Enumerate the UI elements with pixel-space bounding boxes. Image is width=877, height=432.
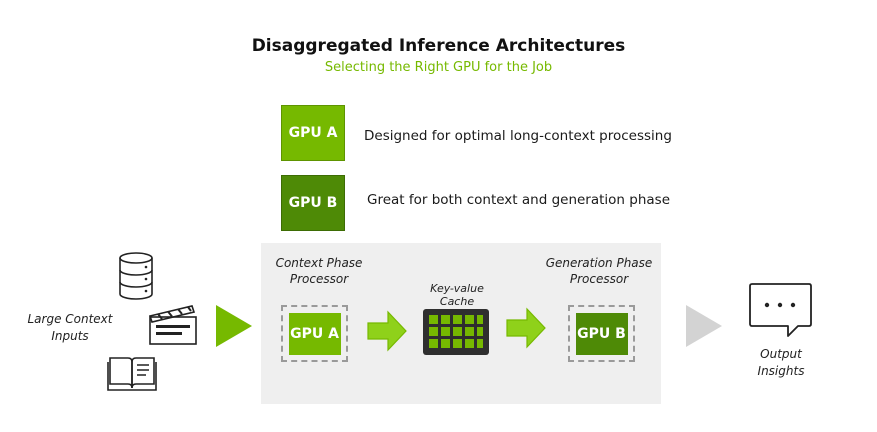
output-label: Output Insights <box>757 347 805 378</box>
context-gpu-frame: GPU A <box>281 305 348 362</box>
context-to-cache-arrow-icon <box>367 310 407 352</box>
clapperboard-icon <box>148 305 197 345</box>
database-icon <box>119 252 153 300</box>
generation-phase-label: Generation Phase Processor <box>545 256 653 286</box>
input-arrow-icon <box>216 305 252 347</box>
generation-gpu-frame: GPU B <box>568 305 635 362</box>
kv-cache-grid-icon <box>423 309 489 355</box>
cache-to-generation-arrow-icon <box>506 307 546 349</box>
diagram-subtitle: Selecting the Right GPU for the Job <box>324 60 553 75</box>
output-arrow-icon <box>686 305 722 347</box>
context-gpu-chip: GPU A <box>288 312 341 355</box>
generation-gpu-chip: GPU B <box>575 312 628 355</box>
legend-gpu-a-description: Designed for optimal long-context proces… <box>364 128 672 144</box>
inputs-label: Large Context Inputs <box>27 312 113 343</box>
legend-gpu-a-chip: GPU A <box>281 105 345 161</box>
book-icon <box>107 357 157 391</box>
diagram-title: Disaggregated Inference Architectures <box>251 36 626 56</box>
speech-bubble-icon <box>749 283 812 337</box>
kv-cache-label: Key-value Cache <box>430 282 484 308</box>
context-phase-label: Context Phase Processor <box>275 256 363 286</box>
legend-gpu-b-chip: GPU B <box>281 175 345 231</box>
legend-gpu-b-description: Great for both context and generation ph… <box>367 192 671 208</box>
